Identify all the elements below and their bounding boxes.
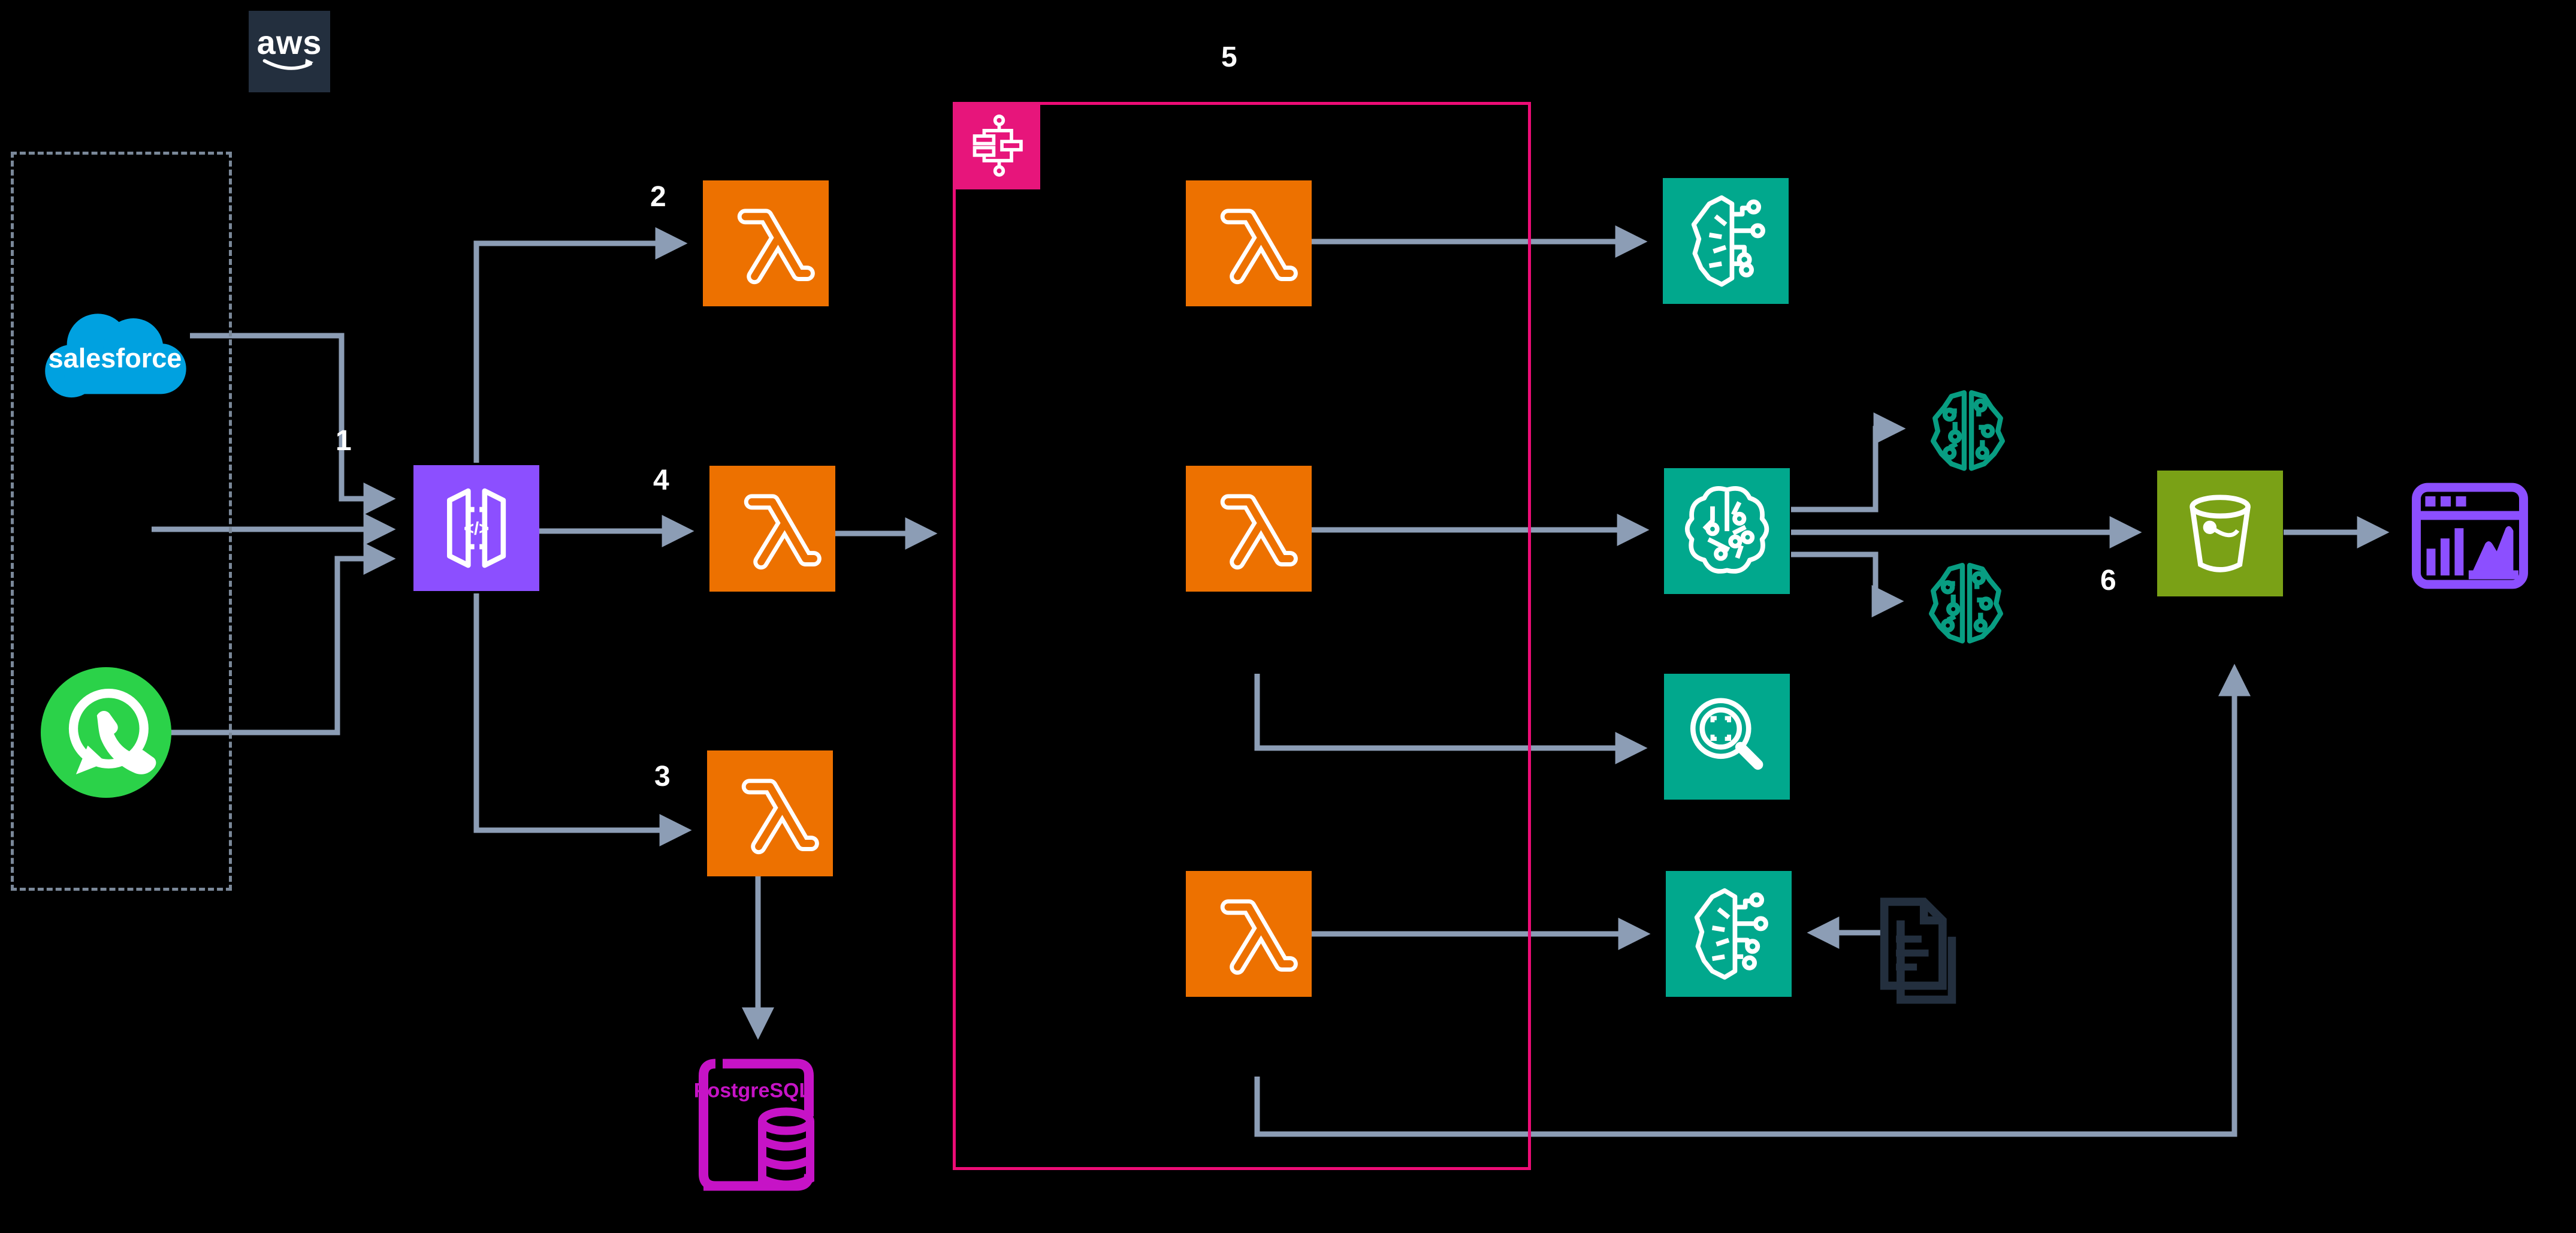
wire-apigw-to-lambda3: [473, 593, 692, 846]
wire-apigw-to-lambda2: [473, 227, 688, 463]
step-functions-group-box: [953, 102, 1531, 1170]
lambda-workflow-bottom-icon: [1186, 871, 1312, 997]
step-label-1: 1: [336, 425, 352, 457]
postgresql-icon: PostgreSQL: [694, 1054, 826, 1201]
postgresql-text: PostgreSQL: [694, 1080, 811, 1102]
wire-sagemaker-to-model-bottom: [1791, 551, 1904, 617]
postgresql-glyph: PostgreSQL: [694, 1059, 814, 1191]
sagemaker-icon: [1664, 468, 1790, 594]
aws-logo: aws: [249, 11, 330, 92]
lambda-2-icon: [703, 180, 829, 306]
salesforce-cloud-icon: [45, 313, 186, 398]
quicksight-dashboard-icon: [2404, 477, 2536, 595]
step-functions-badge-icon: [953, 102, 1040, 189]
s3-bucket-icon: [2157, 471, 2283, 596]
aws-smile-icon: [262, 59, 313, 70]
whatsapp-glyph: [41, 667, 171, 798]
api-gateway-glyph: </>: [446, 488, 506, 568]
api-gateway-glyph-text: </>: [464, 519, 489, 538]
step-label-3: 3: [654, 761, 671, 792]
quicksight-glyph: [2412, 483, 2528, 589]
api-gateway-icon: </>: [413, 465, 539, 591]
wire-whatsapp-to-apigw: [170, 542, 396, 735]
documents-glyph: [1880, 897, 1956, 1004]
lambda-workflow-top-icon: [1186, 180, 1312, 306]
custom-model-top-icon: [1920, 384, 2015, 475]
step-functions-glyph: [973, 114, 1023, 177]
salesforce-text: salesforce: [48, 343, 182, 373]
bedrock-bottom-icon: [1666, 871, 1792, 997]
step-label-2: 2: [650, 181, 666, 213]
aws-logo-text: aws: [256, 23, 322, 61]
documents-icon: [1877, 894, 1961, 1009]
custom-model-bottom-icon: [1919, 556, 2013, 647]
wire-sagemaker-to-model-top: [1791, 412, 1906, 513]
salesforce-logo: salesforce: [35, 300, 195, 417]
wire-feedback-to-s3: [1254, 664, 2251, 1137]
lambda-3-icon: [707, 750, 833, 876]
bedrock-top-icon: [1663, 178, 1789, 304]
step-label-6: 6: [2100, 565, 2116, 596]
wire-salesforce-to-apigw: [190, 333, 396, 515]
input-channels-group-box: [11, 152, 232, 891]
step-label-5: 5: [1221, 41, 1237, 73]
textract-icon: [1664, 674, 1790, 800]
whatsapp-icon: [41, 667, 171, 798]
step-label-4: 4: [653, 465, 669, 496]
lambda-4-icon: [709, 466, 835, 592]
lambda-workflow-middle-icon: [1186, 466, 1312, 592]
wire-stepfunctions-to-textract: [1254, 674, 1648, 764]
